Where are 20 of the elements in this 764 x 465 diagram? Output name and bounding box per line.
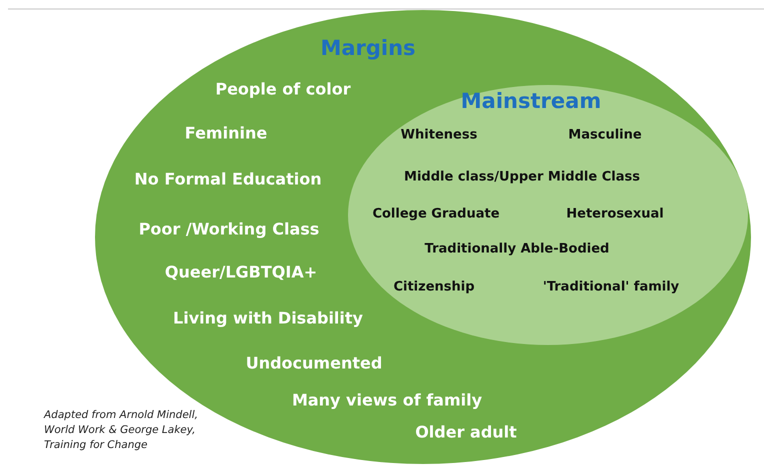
group-label: Heterosexual — [566, 206, 664, 222]
source-caption: Adapted from Arnold Mindell, World Work & George Lakey, Training for Change — [44, 408, 199, 453]
region-heading: Mainstream — [460, 89, 602, 113]
group-label: No Formal Education — [134, 170, 322, 188]
group-label: Queer/LGBTQIA+ — [164, 262, 318, 282]
group-label: Living with Disability — [173, 308, 363, 328]
region-heading: Margins — [320, 36, 416, 60]
group-label: Older adult — [415, 422, 517, 442]
group-label: Middle class/Upper Middle Class — [404, 170, 640, 184]
group-label: Citizenship — [393, 280, 475, 294]
group-label: People of color — [215, 80, 351, 98]
group-label: Traditionally Able-Bodied — [424, 242, 610, 256]
group-label: 'Traditional' family — [542, 280, 680, 294]
group-label: Poor /Working Class — [138, 220, 320, 238]
group-label: Many views of family — [292, 390, 482, 410]
group-label: Undocumented — [246, 354, 382, 372]
group-label: Feminine — [184, 124, 268, 142]
group-label: Masculine — [568, 128, 642, 142]
group-label: Whiteness — [400, 128, 478, 142]
group-label: College Graduate — [372, 206, 500, 222]
